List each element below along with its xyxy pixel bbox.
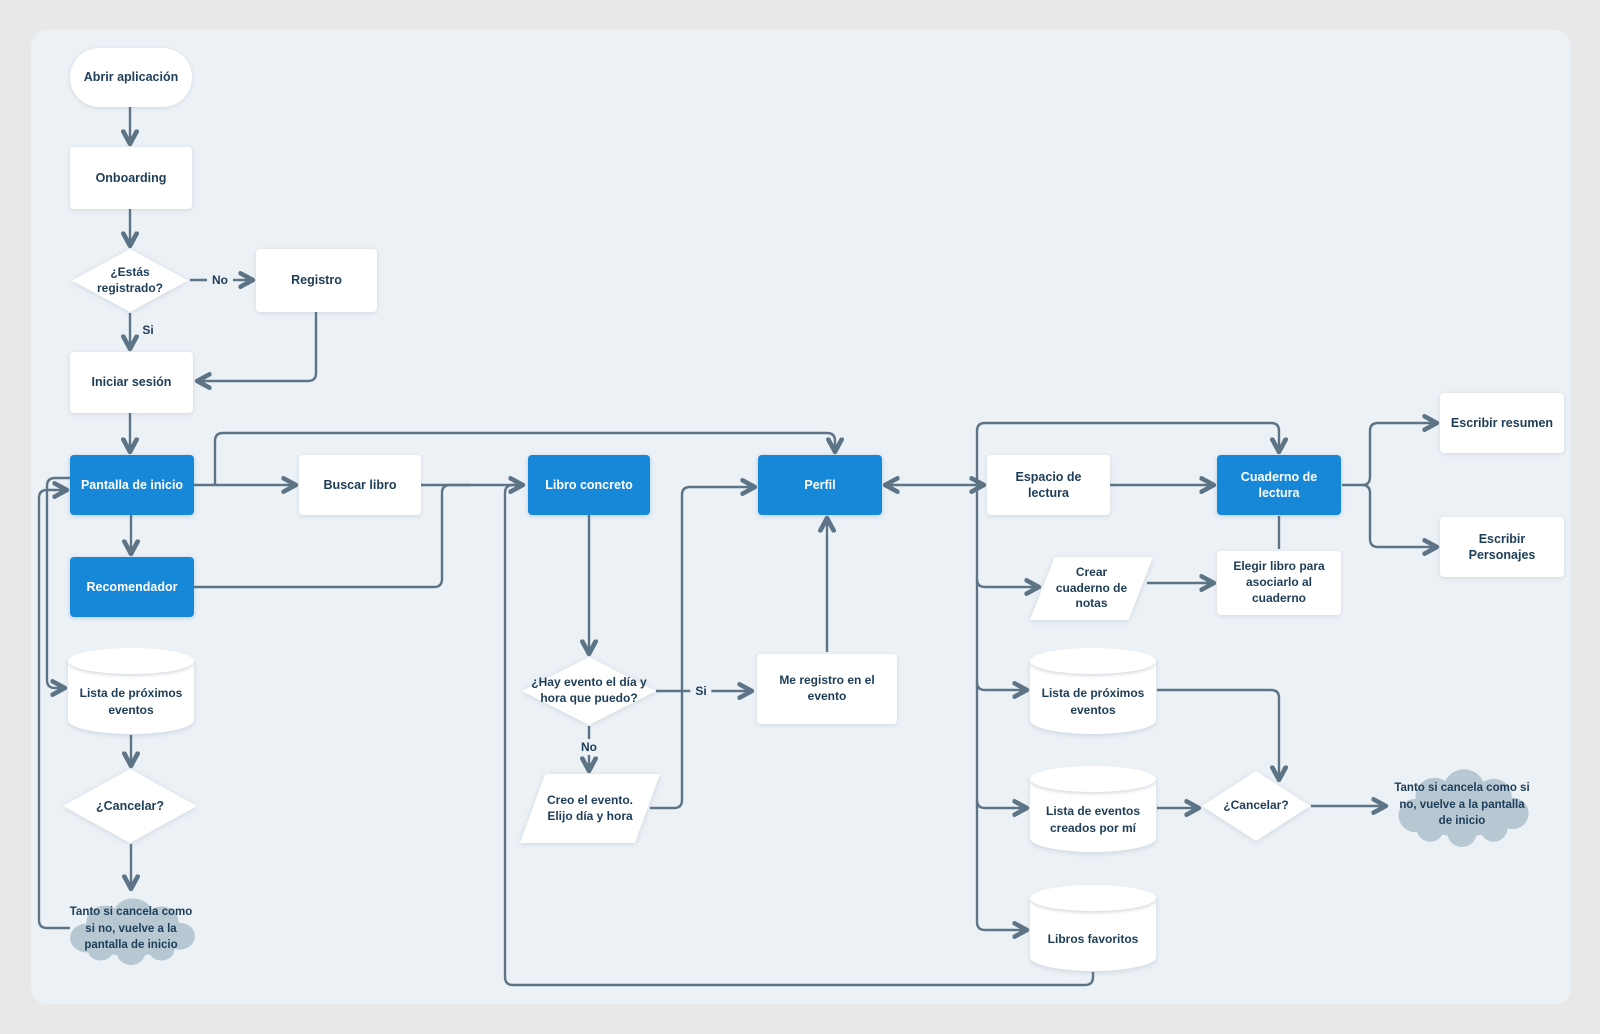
node-crear-cuaderno[interactable]: Crear cuaderno de notas bbox=[1030, 557, 1153, 620]
node-label: Escribir Personajes bbox=[1468, 531, 1536, 563]
node-cancelar-der[interactable]: ¿Cancelar? bbox=[1202, 771, 1310, 841]
node-abrir-aplicacion[interactable]: Abrir aplicación bbox=[70, 48, 192, 107]
node-buscar-libro[interactable]: Buscar libro bbox=[299, 455, 421, 515]
node-label: Tanto si cancela como si no, vuelve a la… bbox=[1394, 781, 1530, 828]
node-perfil[interactable]: Perfil bbox=[758, 455, 882, 515]
node-nube-izq[interactable]: Tanto si cancela como si no, vuelve a la… bbox=[60, 893, 202, 965]
node-creo-evento[interactable]: Creo el evento. Elijo día y hora bbox=[520, 774, 660, 843]
node-label: Lista de eventos creados por mí bbox=[1045, 804, 1141, 835]
node-hay-evento[interactable]: ¿Hay evento el día y hora que puedo? bbox=[522, 657, 656, 725]
node-eventos-creados[interactable]: Lista de eventos creados por mí bbox=[1030, 766, 1156, 852]
node-onboarding[interactable]: Onboarding bbox=[70, 147, 192, 209]
node-label: Recomendador bbox=[86, 579, 178, 594]
diagram-panel bbox=[31, 30, 1571, 1004]
node-label: ¿Cancelar? bbox=[1223, 798, 1289, 813]
node-recomendador[interactable]: Recomendador bbox=[70, 557, 194, 617]
node-libro-concreto[interactable]: Libro concreto bbox=[528, 455, 650, 515]
parallelogram-shape bbox=[1030, 557, 1153, 620]
edge-label-si-registrado: Si bbox=[142, 323, 154, 337]
node-label: Pantalla de inicio bbox=[80, 477, 184, 492]
node-lista-proximos-der[interactable]: Lista de próximos eventos bbox=[1030, 648, 1156, 734]
node-label: Espacio de lectura bbox=[1015, 469, 1082, 501]
node-label: ¿Cancelar? bbox=[95, 798, 165, 813]
node-label: Lista de próximos eventos bbox=[1041, 686, 1145, 717]
node-label: Escribir resumen bbox=[1450, 415, 1554, 430]
node-cancelar-izq[interactable]: ¿Cancelar? bbox=[63, 769, 197, 843]
node-label: Libro concreto bbox=[545, 477, 633, 492]
node-nube-der[interactable]: Tanto si cancela como si no, vuelve a la… bbox=[1388, 763, 1536, 847]
node-pantalla-inicio[interactable]: Pantalla de inicio bbox=[70, 455, 194, 515]
parallelogram-shape bbox=[520, 774, 660, 843]
node-label: Creo el evento. Elijo día y hora bbox=[546, 792, 634, 823]
node-estas-registrado[interactable]: ¿Estás registrado? bbox=[72, 249, 188, 312]
node-label: Buscar libro bbox=[323, 477, 397, 492]
node-iniciar-sesion[interactable]: Iniciar sesión bbox=[70, 352, 193, 413]
node-label: Registro bbox=[291, 273, 342, 288]
node-label: Me registro en el evento bbox=[779, 673, 875, 703]
node-registro[interactable]: Registro bbox=[256, 249, 377, 312]
node-me-registro[interactable]: Me registro en el evento bbox=[757, 654, 897, 724]
node-label: Perfil bbox=[804, 477, 836, 492]
node-label: Abrir aplicación bbox=[83, 70, 179, 85]
node-label: Libros favoritos bbox=[1047, 931, 1139, 946]
node-label: ¿Hay evento el día y hora que puedo? bbox=[531, 675, 647, 705]
cylinder-top bbox=[68, 648, 194, 674]
node-elegir-libro[interactable]: Elegir libro para asociarlo al cuaderno bbox=[1217, 551, 1341, 615]
node-label: Lista de próximos eventos bbox=[79, 686, 183, 717]
cloud-shape bbox=[1398, 769, 1529, 847]
node-lista-proximos-izq[interactable]: Lista de próximos eventos bbox=[68, 648, 194, 734]
node-label: Iniciar sesión bbox=[91, 375, 172, 390]
edge-label-no-registro: No bbox=[207, 272, 233, 288]
node-escribir-resumen[interactable]: Escribir resumen bbox=[1440, 393, 1564, 453]
node-label: Tanto si cancela como si no, vuelve a la… bbox=[69, 905, 193, 952]
edge-label-si-evento: Si bbox=[690, 683, 712, 699]
node-escribir-personajes[interactable]: Escribir Personajes bbox=[1440, 517, 1564, 577]
node-label: Elegir libro para asociarlo al cuaderno bbox=[1233, 559, 1325, 605]
node-label: Crear cuaderno de notas bbox=[1055, 564, 1128, 611]
node-label: Cuaderno de lectura bbox=[1240, 469, 1318, 501]
node-libros-favoritos[interactable]: Libros favoritos bbox=[1030, 885, 1156, 971]
edge-label-no-evento: No bbox=[576, 739, 602, 755]
cloud-shape bbox=[70, 898, 195, 965]
node-label: Onboarding bbox=[95, 170, 167, 185]
node-espacio-lectura[interactable]: Espacio de lectura bbox=[987, 455, 1110, 515]
node-cuaderno-lectura[interactable]: Cuaderno de lectura bbox=[1217, 455, 1341, 515]
node-label: ¿Estás registrado? bbox=[96, 264, 163, 295]
